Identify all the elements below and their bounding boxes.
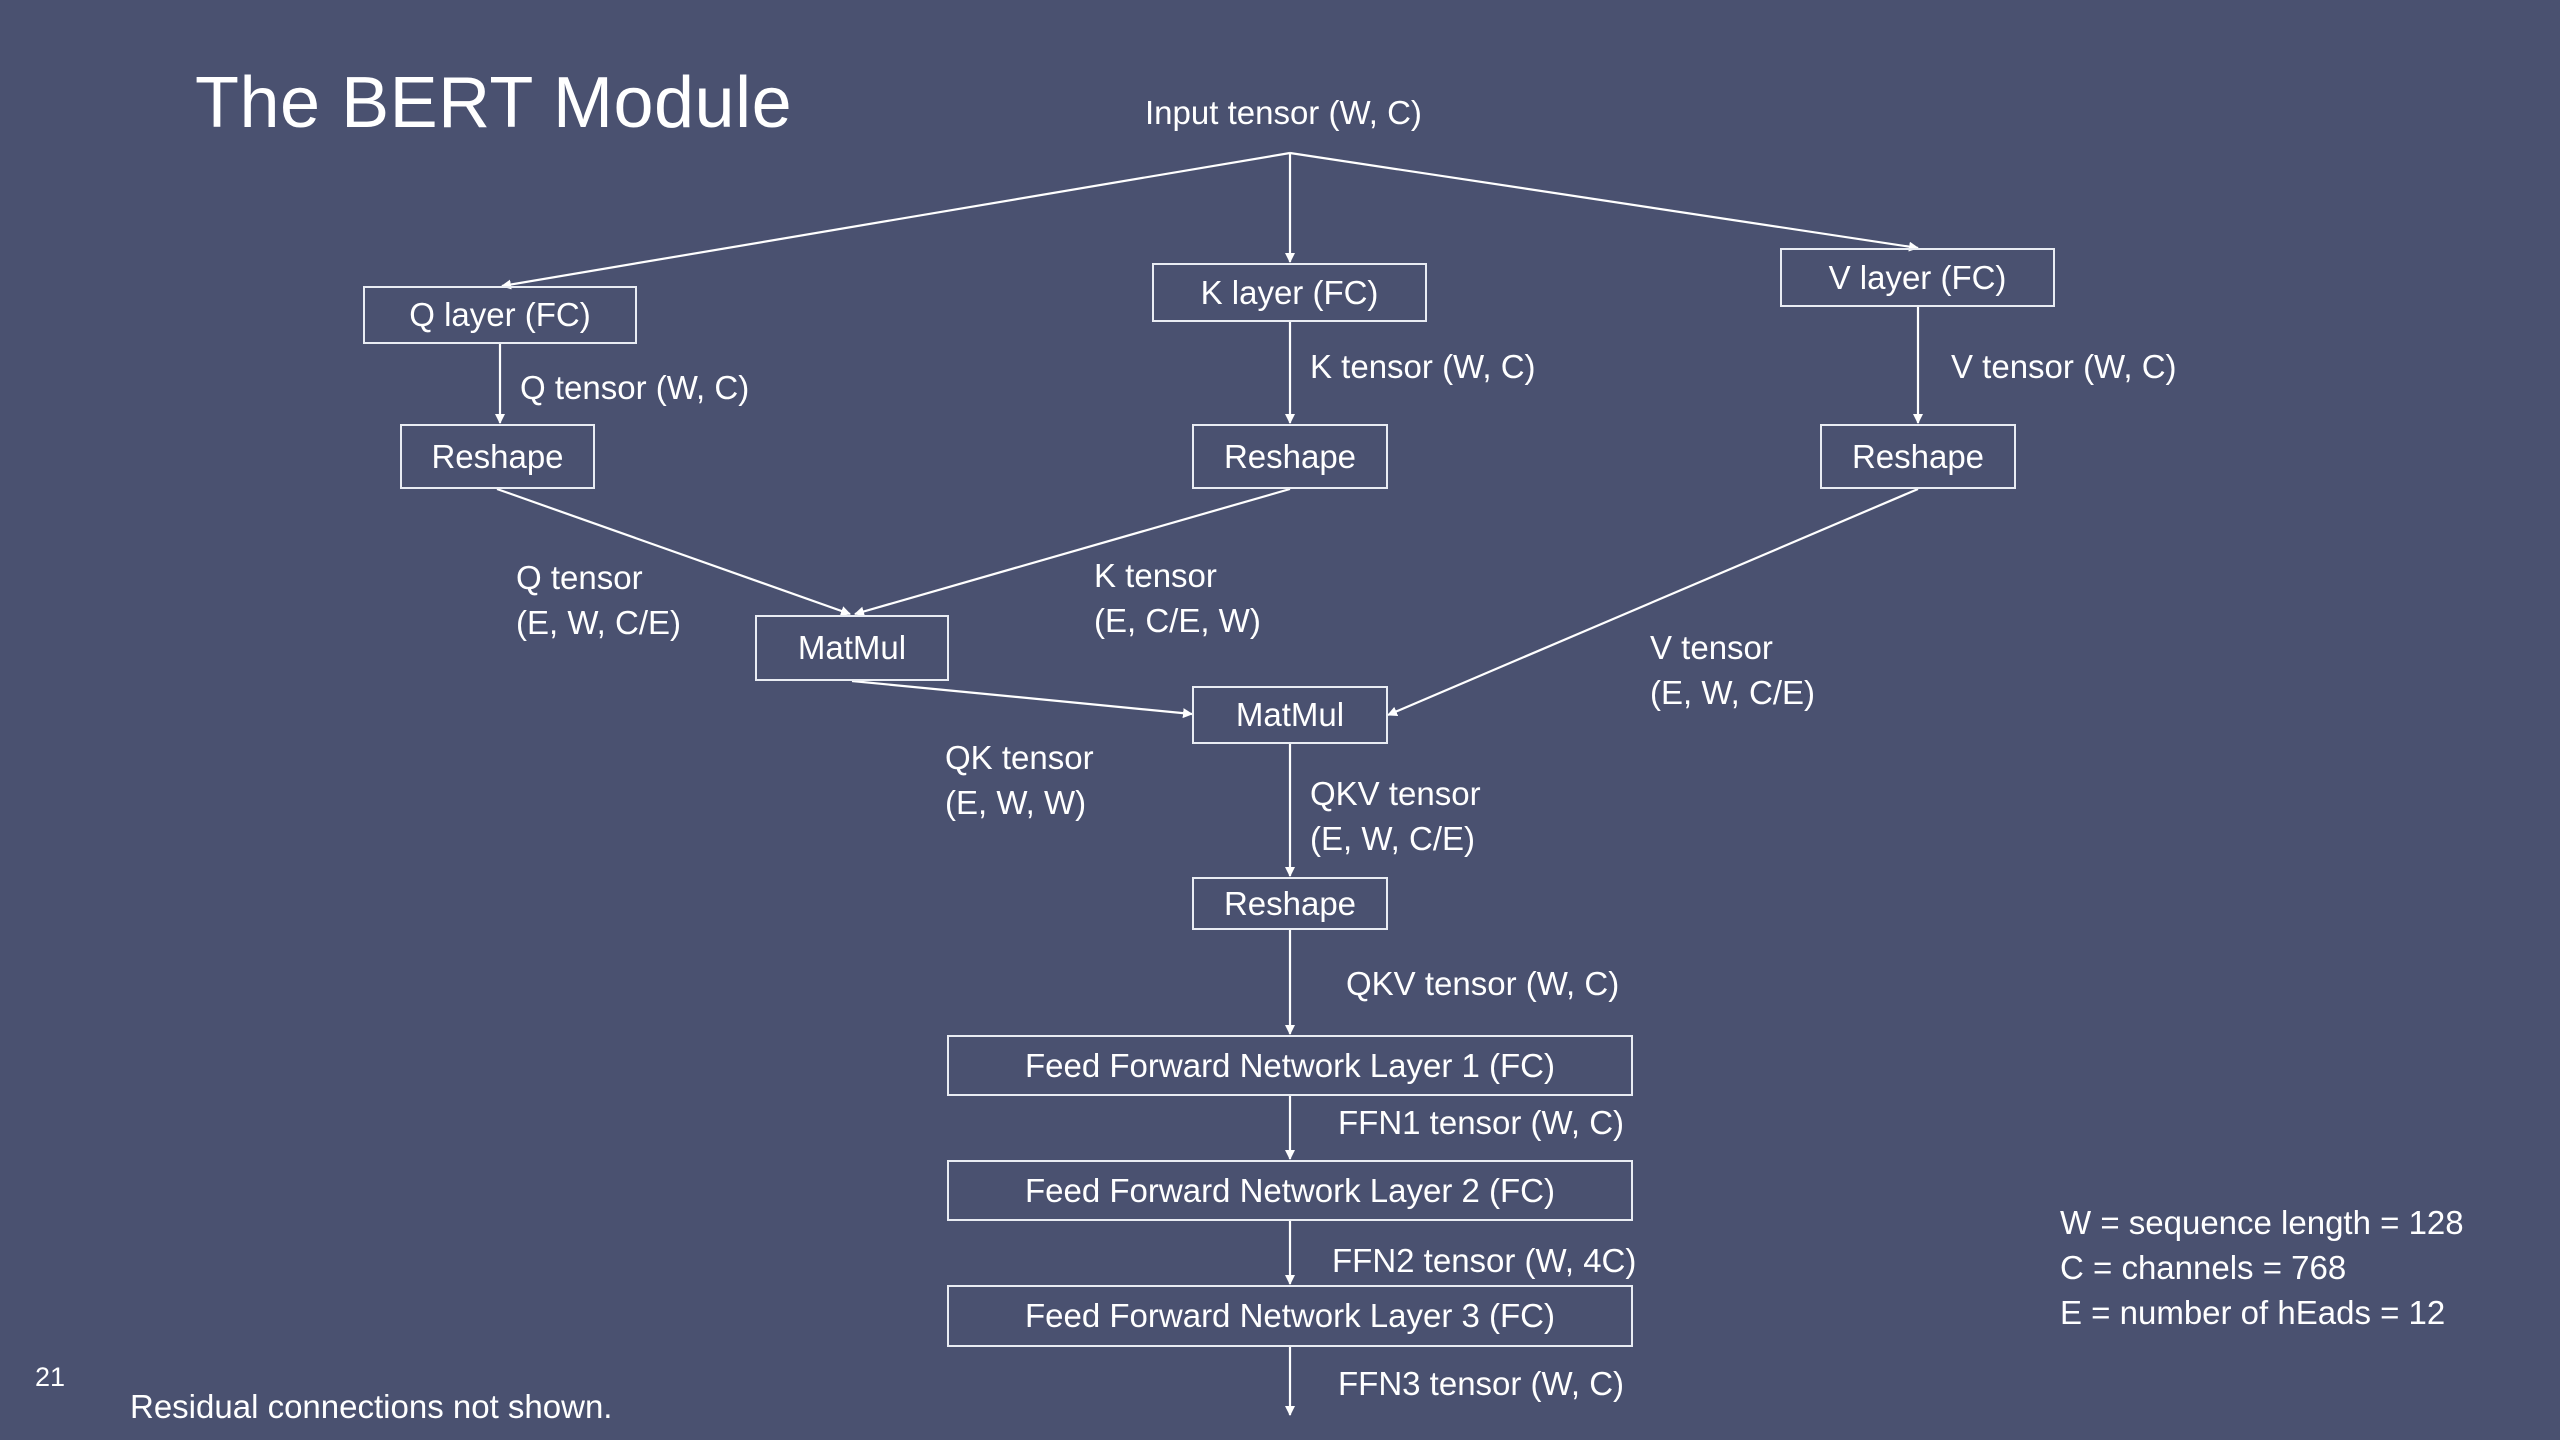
legend-item-e: E = number of hEads = 12 [2060, 1294, 2446, 1331]
ffn2-node: Feed Forward Network Layer 2 (FC) [947, 1160, 1633, 1221]
edge-reshape-v-to-matmul-qkv [1387, 487, 1919, 717]
legend-item-w: W = sequence length = 128 [2060, 1204, 2464, 1241]
ffn3-node: Feed Forward Network Layer 3 (FC) [947, 1285, 1633, 1347]
edge-matmul-qk-to-matmul-qkv [851, 679, 1193, 719]
qk-tensor-line1: QK tensor [945, 739, 1094, 776]
legend-item-c: C = channels = 768 [2060, 1249, 2347, 1286]
qkv-tensor-line1: QKV tensor [1310, 775, 1481, 812]
reshape-out-node: Reshape [1192, 877, 1388, 930]
edge-input-to-q-layer [501, 151, 1291, 290]
qkv-tensor-line2: (E, W, C/E) [1310, 820, 1475, 857]
edge-reshape-q-to-matmul [496, 487, 851, 616]
ffn3-tensor-label: FFN3 tensor (W, C) [1338, 1365, 1625, 1402]
ffn2-tensor-label: FFN2 tensor (W, 4C) [1332, 1242, 1637, 1279]
v-layer-node: V layer (FC) [1780, 248, 2055, 307]
k-tensor-wc-label: K tensor (W, C) [1310, 348, 1536, 385]
q-tensor-reshaped-line2: (E, W, C/E) [516, 604, 681, 641]
qk-tensor-line2: (E, W, W) [945, 784, 1087, 821]
q-tensor-reshaped-label: Q tensor (E, W, C/E) [516, 555, 681, 645]
q-layer-node: Q layer (FC) [363, 286, 637, 344]
v-tensor-reshaped-line1: V tensor [1650, 629, 1773, 666]
reshape-v-node: Reshape [1820, 424, 2016, 489]
ffn1-node: Feed Forward Network Layer 1 (FC) [947, 1035, 1633, 1096]
edge-reshape-k-to-matmul [854, 487, 1291, 617]
k-tensor-reshaped-line1: K tensor [1094, 557, 1217, 594]
v-tensor-reshaped-label: V tensor (E, W, C/E) [1650, 625, 1815, 715]
k-tensor-reshaped-label: K tensor (E, C/E, W) [1094, 553, 1261, 643]
footnote: Residual connections not shown. [130, 1388, 613, 1425]
qkv-tensor-wc-label: QKV tensor (W, C) [1346, 965, 1620, 1002]
v-tensor-reshaped-line2: (E, W, C/E) [1650, 674, 1815, 711]
qk-tensor-label: QK tensor (E, W, W) [945, 735, 1094, 825]
k-tensor-reshaped-line2: (E, C/E, W) [1094, 602, 1261, 639]
qkv-tensor-label: QKV tensor (E, W, C/E) [1310, 771, 1481, 861]
matmul-qk-node: MatMul [755, 615, 949, 681]
q-tensor-reshaped-line1: Q tensor [516, 559, 643, 596]
reshape-k-node: Reshape [1192, 424, 1388, 489]
edge-input-to-v-layer [1289, 151, 1919, 252]
matmul-qkv-node: MatMul [1192, 686, 1388, 744]
reshape-q-node: Reshape [400, 424, 595, 489]
v-tensor-wc-label: V tensor (W, C) [1951, 348, 2177, 385]
legend: W = sequence length = 128 C = channels =… [2060, 1200, 2464, 1335]
input-tensor-label: Input tensor (W, C) [1145, 94, 1422, 131]
ffn1-tensor-label: FFN1 tensor (W, C) [1338, 1104, 1625, 1141]
k-layer-node: K layer (FC) [1152, 263, 1427, 322]
page-title: The BERT Module [195, 63, 793, 143]
q-tensor-wc-label: Q tensor (W, C) [520, 369, 750, 406]
slide-number: 21 [35, 1362, 66, 1392]
